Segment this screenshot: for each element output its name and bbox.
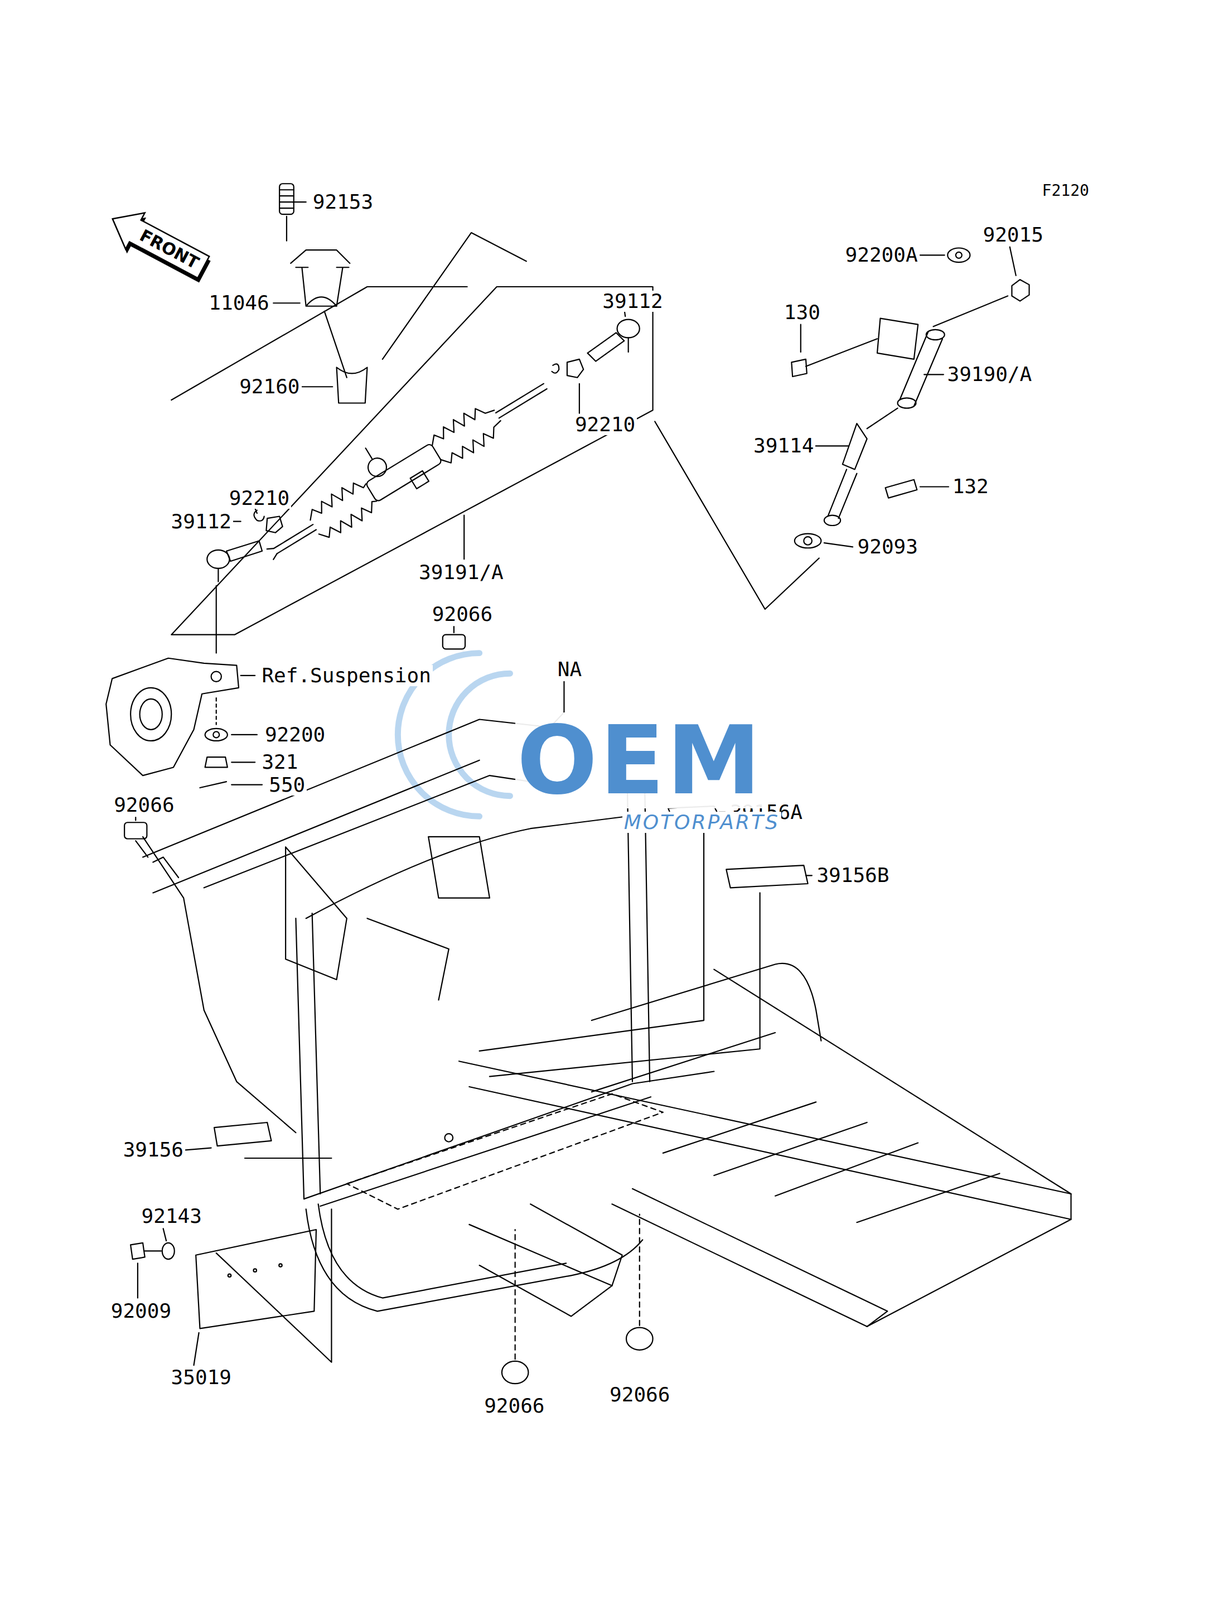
callout-number: 39156 [121, 1138, 186, 1160]
callout-number: 39156B [814, 864, 891, 886]
callout-note: NA [556, 658, 584, 680]
callout-number: 130 [782, 301, 823, 323]
callout-number: 39112 [600, 290, 665, 312]
callout-number: 39114 [751, 434, 816, 457]
callout-number: 92143 [139, 1205, 204, 1227]
callout-number: 132 [950, 475, 991, 497]
callout-number: 39191/A [417, 561, 506, 583]
callout-number: 92066 [430, 603, 495, 625]
callout-number: 92093 [856, 535, 920, 558]
callout-number: 39112 [169, 510, 234, 533]
watermark: OEM [515, 712, 766, 809]
callout-number: 92015 [981, 224, 1046, 246]
callout-number: 92210 [227, 487, 292, 509]
callout-number: 39190/A [945, 363, 1034, 385]
callout-number: 550 [267, 774, 307, 796]
drawing-code: F2120 [1040, 182, 1091, 200]
callout-number: 92066 [482, 1394, 546, 1416]
callout-number: 35019 [169, 1366, 234, 1388]
arrow-body [103, 200, 214, 285]
callout-number: 321 [259, 751, 300, 773]
callout-number: 11046 [206, 292, 271, 314]
callout-number: 92200A [843, 244, 920, 266]
callout-number: 92009 [109, 1299, 173, 1322]
callout-number: 92153 [311, 191, 375, 213]
callout-number: 92066 [607, 1383, 672, 1405]
reference-note: Ref.Suspension [259, 664, 433, 686]
callout-number: 92066 [112, 794, 176, 816]
callout-number: 92160 [237, 375, 302, 398]
callout-number: 92210 [573, 413, 637, 435]
callout-number: 92200 [263, 723, 327, 746]
watermark: MOTORPARTS [622, 811, 782, 833]
direction-arrow: FRONT [103, 200, 214, 285]
